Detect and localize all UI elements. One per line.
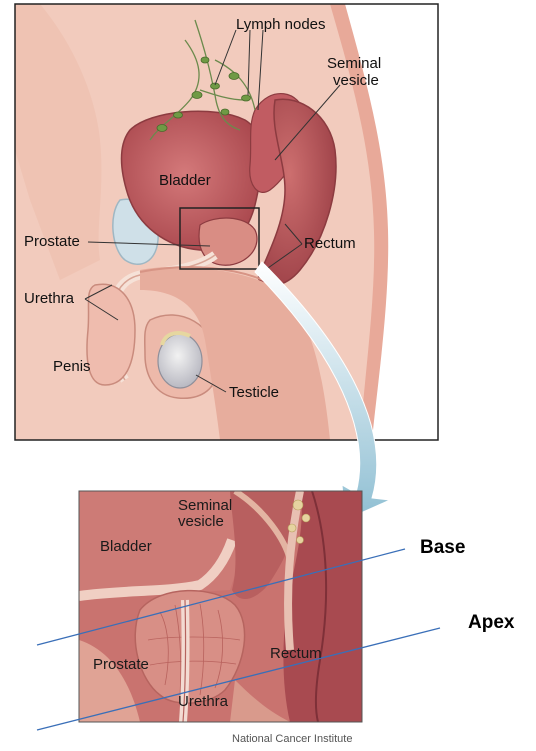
label-bladder: Bladder: [159, 172, 211, 189]
zoom-label-seminal-vesicle-line1: Seminal: [178, 497, 232, 514]
label-prostate: Prostate: [24, 233, 80, 250]
label-seminal-vesicle-line2: vesicle: [333, 72, 379, 89]
prostate-zoom: [135, 591, 244, 704]
label-rectum: Rectum: [304, 235, 356, 252]
label-penis: Penis: [53, 358, 91, 375]
annotation-apex: Apex: [468, 612, 514, 634]
zoom-label-prostate: Prostate: [93, 656, 149, 673]
penis-shape: [87, 284, 135, 385]
zoom-label-rectum: Rectum: [270, 645, 322, 662]
zoom-label-bladder: Bladder: [100, 538, 152, 555]
credit-text: National Cancer Institute: [232, 733, 352, 745]
label-testicle: Testicle: [229, 384, 279, 401]
label-lymph-nodes: Lymph nodes: [236, 16, 326, 33]
zoom-label-urethra: Urethra: [178, 693, 228, 710]
annotation-base: Base: [420, 537, 465, 559]
zoom-label-seminal-vesicle-line2: vesicle: [178, 513, 224, 530]
label-seminal-vesicle-line1: Seminal: [327, 55, 381, 72]
label-urethra: Urethra: [24, 290, 74, 307]
